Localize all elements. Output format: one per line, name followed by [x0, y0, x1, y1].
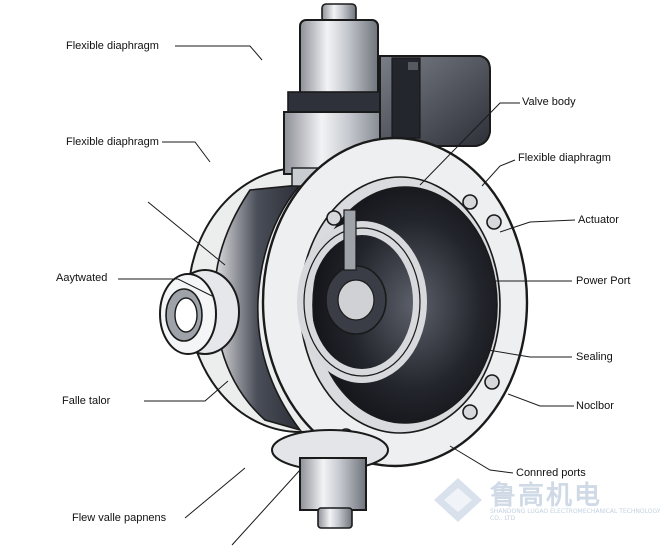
bottom-port	[271, 429, 389, 529]
label-flew-valle-papnens: Flew valle papnens	[72, 512, 167, 524]
side-port	[159, 269, 240, 355]
leader-lines	[118, 45, 576, 546]
label-connred-ports: Connred ports	[516, 467, 586, 479]
label-actuator: Actuator	[578, 214, 619, 226]
label-aaytwated: Aaytwated	[56, 272, 108, 284]
label-flexible-diaphragm-3: Flexible diaphragm	[518, 152, 611, 164]
watermark-text: 鲁高机电	[490, 481, 603, 511]
label-noclbor: Noclbor	[576, 400, 614, 412]
label-flexible-diaphragm-1: Flexible diaphragm	[66, 40, 159, 52]
watermark-logo-icon	[434, 478, 482, 522]
label-valve-body: Valve body	[522, 96, 576, 108]
label-power-port: Power Port	[576, 275, 631, 287]
label-falle-talor: Falle talor	[62, 395, 111, 407]
label-sealing: Sealing	[576, 351, 613, 363]
label-flexible-diaphragm-2: Flexible diaphragm	[66, 136, 159, 148]
actuator-box	[379, 55, 491, 147]
watermark-subtext: SHANDONG LUGAO ELECTROMECHANICAL TECHNOL…	[490, 508, 661, 522]
front-flange	[261, 136, 529, 468]
